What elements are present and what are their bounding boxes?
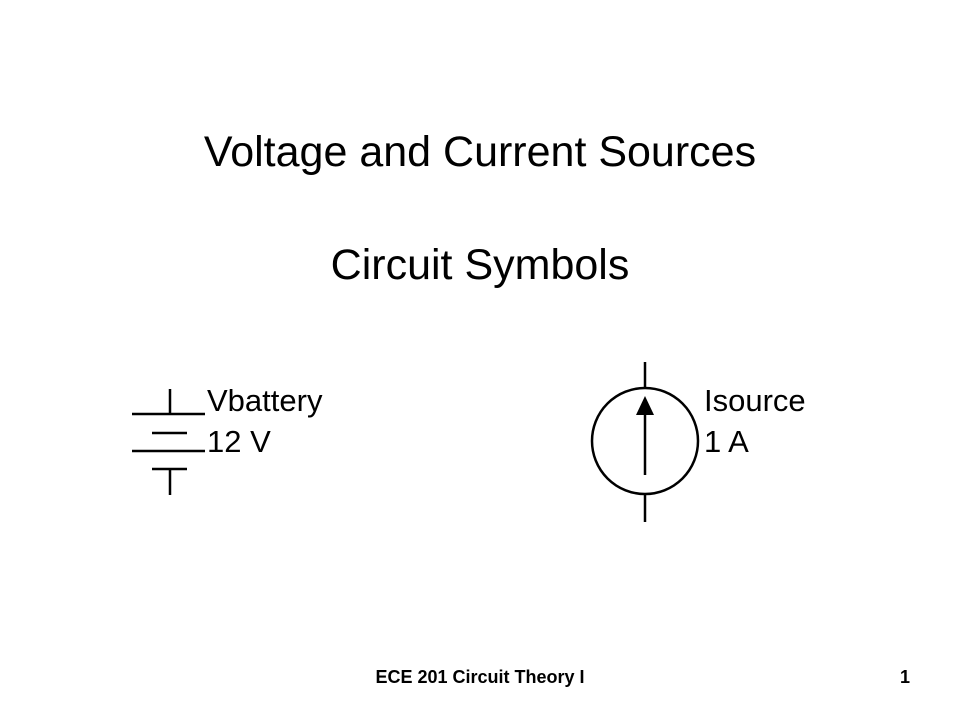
battery-value-label: 12 V — [207, 424, 271, 459]
battery-name-label: Vbattery — [207, 383, 323, 418]
slide-title: Voltage and Current Sources — [203, 128, 757, 176]
slide-subtitle: Circuit Symbols — [330, 241, 630, 289]
current-source-name-label: Isource — [704, 383, 806, 418]
current-source-symbol — [590, 362, 700, 522]
footer-course-title: ECE 201 Circuit Theory I — [375, 667, 585, 687]
battery-symbol — [132, 389, 205, 495]
page-number: 1 — [899, 667, 910, 687]
current-source-value-label: 1 A — [704, 424, 749, 459]
current-source-arrowhead — [636, 396, 654, 415]
